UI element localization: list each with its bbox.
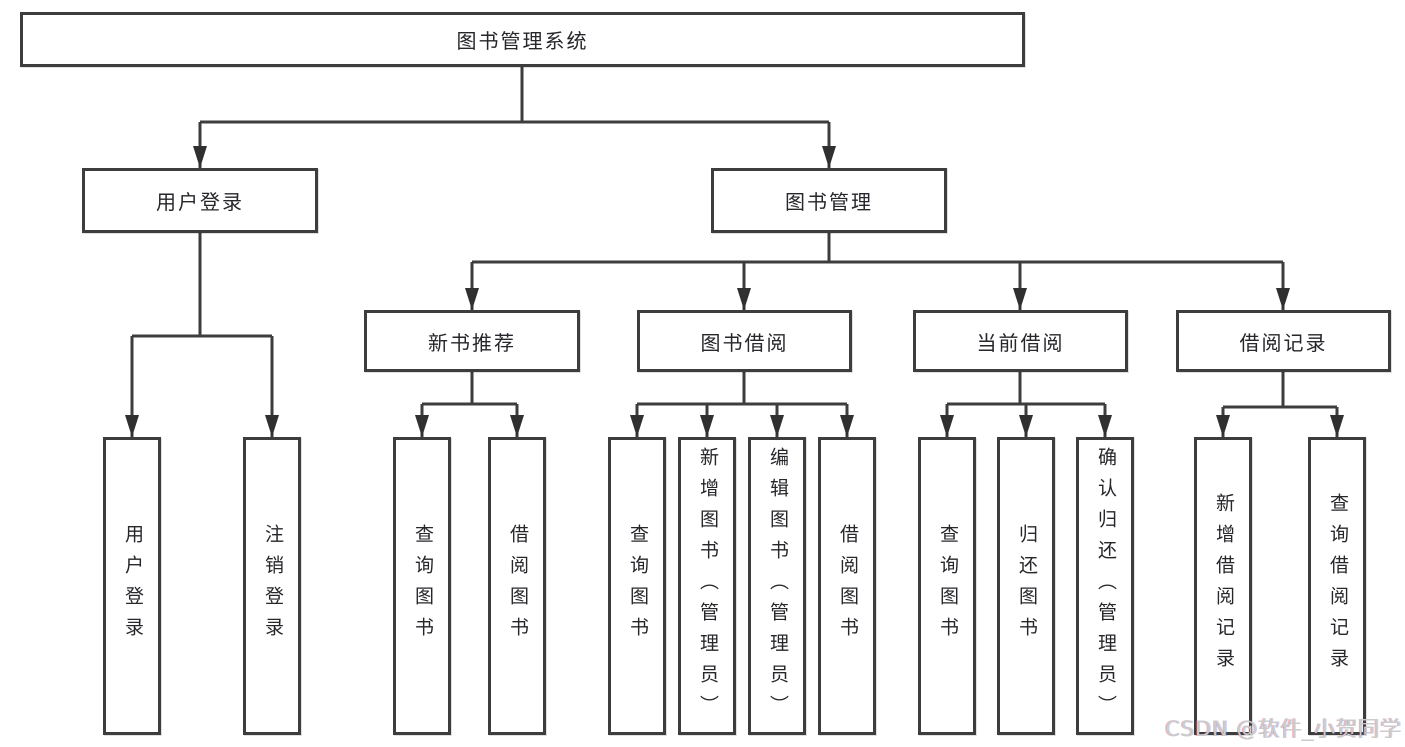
connector-user-login-split: [132, 233, 272, 338]
connector-root-split: [200, 67, 829, 124]
node-logout: 注销登录: [243, 437, 301, 735]
node-add-borrow-record: 新增借阅记录: [1194, 437, 1252, 735]
node-search-borrow-record: 查询借阅记录: [1308, 437, 1366, 735]
node-confirm-return-admin: 确认归还（管理员）: [1076, 437, 1134, 735]
node-search-books-1: 查询图书: [393, 437, 451, 735]
node-search-books-2: 查询图书: [608, 437, 666, 735]
node-book-borrowing: 图书借阅: [637, 310, 852, 372]
node-borrowing-records: 借阅记录: [1176, 310, 1391, 372]
node-new-book-recommend: 新书推荐: [364, 310, 580, 372]
csdn-watermark: CSDN @软件_小贺同学: [1164, 717, 1402, 741]
node-borrow-books-1: 借阅图书: [488, 437, 546, 735]
node-return-books: 归还图书: [997, 437, 1055, 735]
node-book-management: 图书管理: [711, 168, 947, 233]
connector-borrowing-records-split: [1223, 372, 1337, 409]
node-current-borrowing: 当前借阅: [913, 310, 1128, 372]
connector-new-book-split: [422, 372, 517, 406]
node-search-books-3: 查询图书: [918, 437, 976, 735]
node-login: 用户登录: [103, 437, 161, 735]
connector-current-borrowing-split: [947, 372, 1105, 406]
connector-book-management-split: [472, 233, 1283, 264]
node-add-books-admin: 新增图书（管理员）: [678, 437, 736, 735]
node-edit-books-admin: 编辑图书（管理员）: [748, 437, 806, 735]
node-library-management-system: 图书管理系统: [20, 12, 1025, 67]
node-borrow-books-2: 借阅图书: [818, 437, 876, 735]
node-user-login: 用户登录: [82, 168, 318, 233]
connector-book-borrowing-split: [637, 372, 847, 406]
